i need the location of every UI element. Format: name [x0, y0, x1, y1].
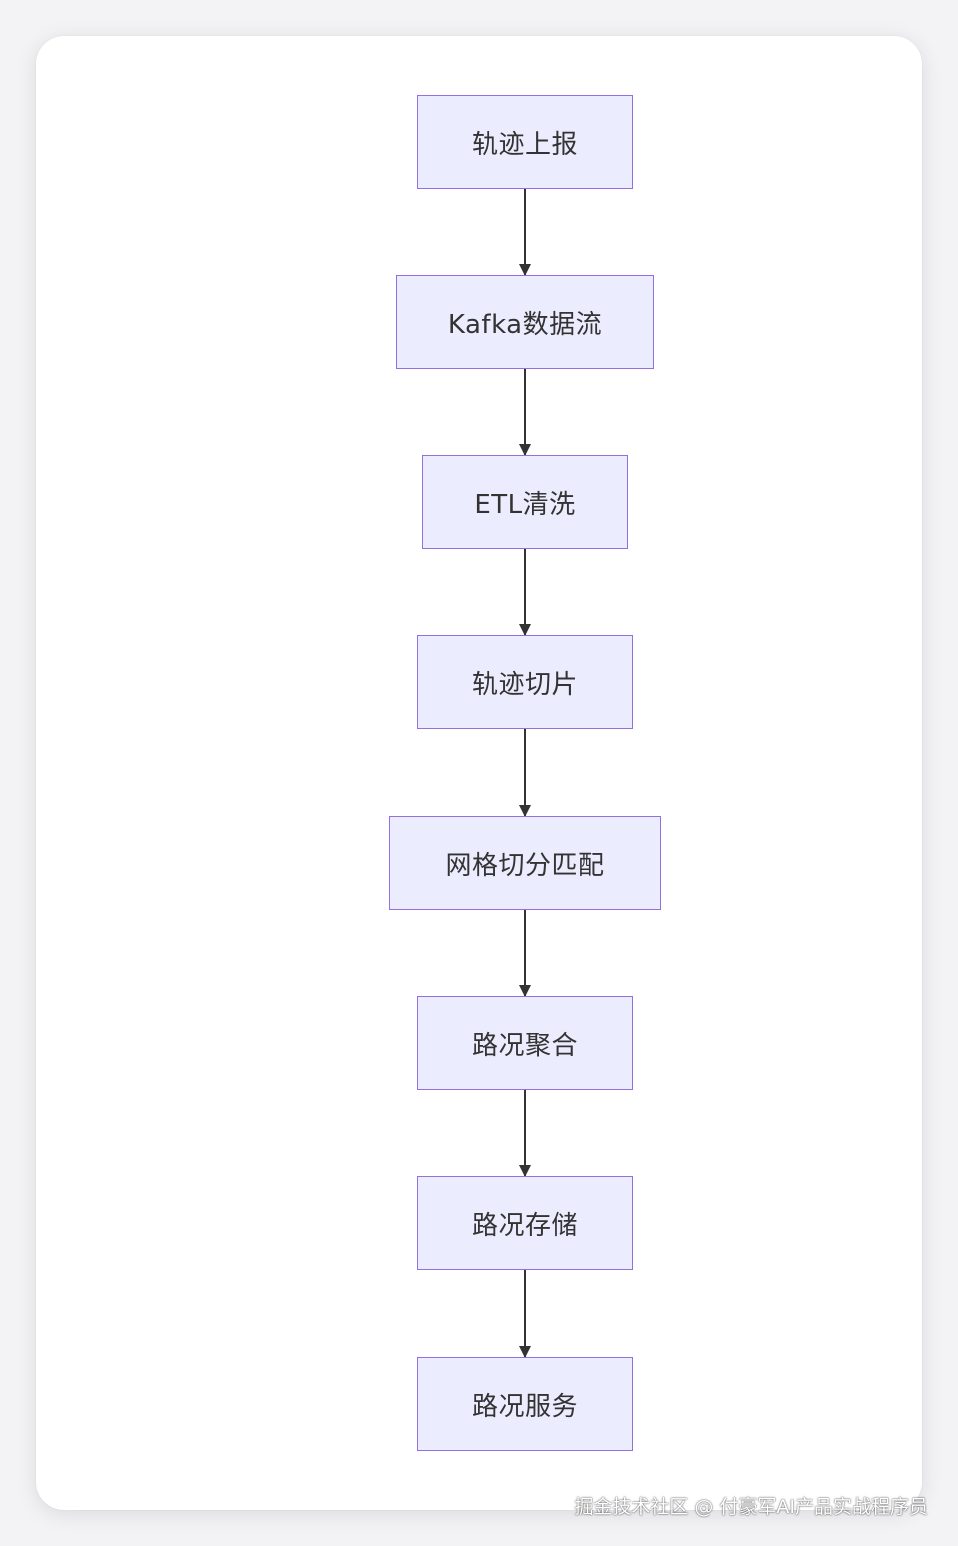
- node-trajectory-slicing: 轨迹切片: [417, 635, 633, 729]
- node-label: Kafka数据流: [447, 309, 603, 340]
- node-trajectory-report: 轨迹上报: [417, 95, 633, 189]
- node-label: 路况服务: [471, 1391, 578, 1422]
- watermark: 掘金技术社区 @ 付豪军AI产品实战程序员: [574, 1496, 928, 1518]
- node-kafka-stream: Kafka数据流: [396, 275, 654, 369]
- node-label: 路况聚合: [471, 1030, 578, 1061]
- node-label: 轨迹切片: [471, 669, 578, 700]
- node-etl-cleaning: ETL清洗: [422, 455, 628, 549]
- node-traffic-storage: 路况存储: [417, 1176, 633, 1270]
- node-label: 网格切分匹配: [445, 850, 605, 881]
- node-label: ETL清洗: [474, 489, 576, 520]
- node-label: 轨迹上报: [471, 129, 578, 160]
- node-traffic-service: 路况服务: [417, 1357, 633, 1451]
- node-traffic-aggregation: 路况聚合: [417, 996, 633, 1090]
- node-grid-matching: 网格切分匹配: [389, 816, 661, 910]
- node-label: 路况存储: [471, 1210, 578, 1241]
